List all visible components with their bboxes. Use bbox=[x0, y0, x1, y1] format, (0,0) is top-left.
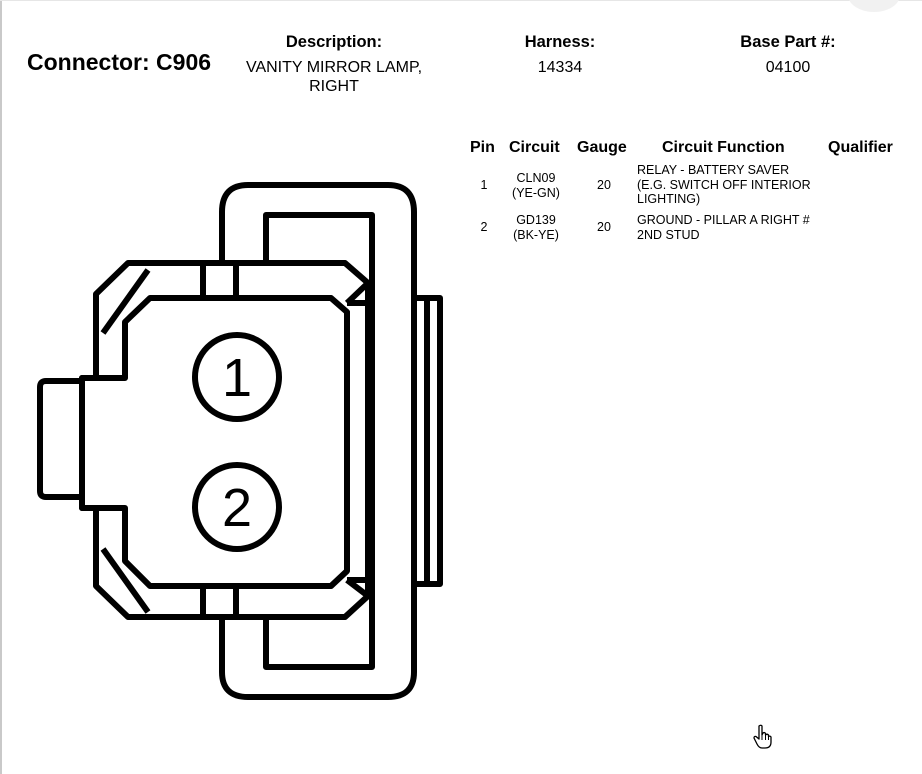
base-part-value: 04100 bbox=[765, 59, 811, 76]
description-line-1: VANITY MIRROR LAMP, bbox=[245, 59, 423, 76]
row-2-circuit-color: (BK-YE) bbox=[513, 227, 559, 242]
pin-2-cavity bbox=[192, 462, 282, 552]
row-1-circuit-code: CLN09 bbox=[516, 171, 556, 185]
table-header-qualifier: Qualifier bbox=[828, 139, 893, 156]
connector-body-outline bbox=[37, 260, 371, 620]
pin-2-label: 2 bbox=[222, 478, 252, 538]
row-1-function: RELAY - BATTERY SAVER (E.G. SWITCH OFF I… bbox=[637, 163, 811, 207]
table-header-gauge: Gauge bbox=[577, 139, 627, 156]
table-header-circuit-function: Circuit Function bbox=[662, 139, 785, 156]
row-2-circuit-code: GD139 bbox=[516, 213, 556, 227]
row-1-function-line-2: (E.G. SWITCH OFF INTERIOR bbox=[637, 177, 811, 192]
row-1-function-line-1: RELAY - BATTERY SAVER bbox=[637, 163, 790, 177]
hand-pointer-icon bbox=[753, 724, 772, 749]
latch-inner-frame bbox=[263, 212, 375, 670]
window-top-border bbox=[0, 0, 922, 1]
corner-button[interactable] bbox=[848, 0, 900, 12]
description-header: Description: bbox=[285, 33, 383, 51]
latch-housing-outline bbox=[219, 182, 417, 700]
row-1-function-line-3: LIGHTING) bbox=[637, 192, 701, 206]
row-2-function-line-1: GROUND - PILLAR A RIGHT # bbox=[637, 213, 810, 227]
table-header-circuit: Circuit bbox=[509, 139, 560, 156]
row-1-circuit-color: (YE-GN) bbox=[512, 185, 560, 200]
pin-1-label: 1 bbox=[222, 348, 252, 408]
row-1-gauge: 20 bbox=[597, 178, 611, 192]
row-2-circuit: GD139 (BK-YE) bbox=[500, 213, 572, 242]
description-line-2: RIGHT bbox=[309, 78, 359, 95]
table-header-pin: Pin bbox=[470, 139, 495, 156]
chamfer-bottom-left bbox=[100, 547, 151, 614]
cavity-outline bbox=[79, 295, 350, 589]
description-value: VANITY MIRROR LAMP, RIGHT bbox=[234, 58, 434, 96]
row-2-gauge: 20 bbox=[597, 220, 611, 234]
base-part-header: Base Part #: bbox=[740, 33, 836, 51]
harness-value: 14334 bbox=[537, 59, 583, 76]
row-2-pin: 2 bbox=[480, 220, 488, 234]
harness-header: Harness: bbox=[524, 33, 596, 51]
row-2-function: GROUND - PILLAR A RIGHT # 2ND STUD bbox=[637, 213, 810, 242]
connector-label: Connector: C906 bbox=[27, 49, 212, 75]
row-1-circuit: CLN09 (YE-GN) bbox=[500, 171, 572, 200]
chamfer-top-right bbox=[344, 280, 371, 306]
row-1-pin: 1 bbox=[480, 178, 488, 192]
chamfer-top-left bbox=[100, 268, 151, 335]
row-2-function-line-2: 2ND STUD bbox=[637, 227, 700, 242]
pin-1-cavity bbox=[192, 332, 282, 422]
window-left-border bbox=[0, 0, 2, 774]
